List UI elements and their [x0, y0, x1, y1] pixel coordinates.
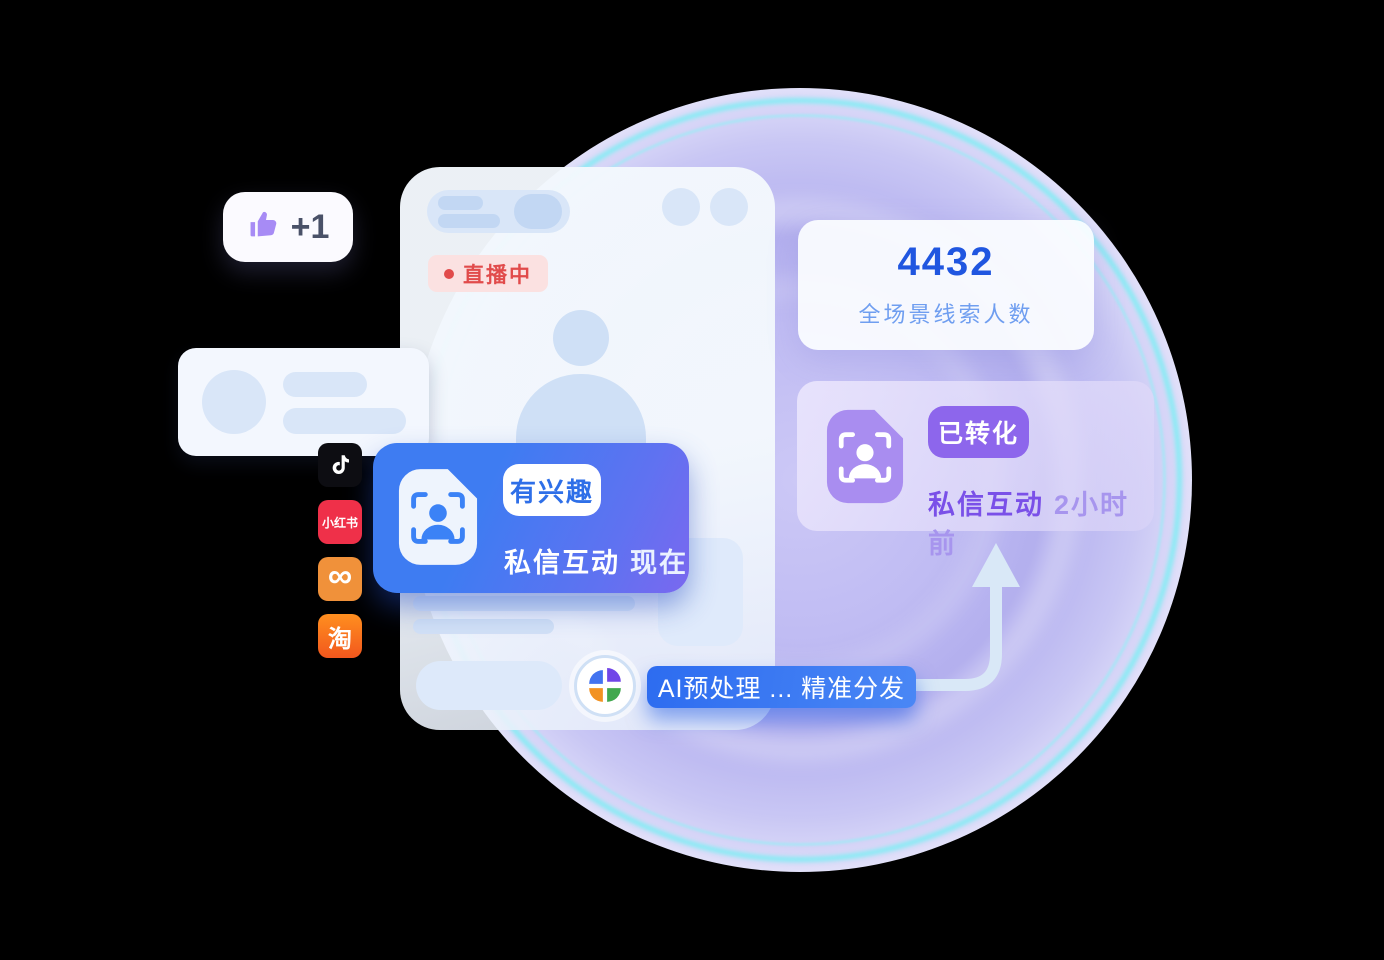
- lead-scan-icon: [823, 408, 907, 510]
- xiaohongshu-label: 小红书: [321, 515, 358, 530]
- ai-badge-label: AI预处理 ... 精准分发: [657, 675, 906, 703]
- leads-stats-card: 4432 全场景线索人数: [798, 220, 1094, 350]
- ai-distribution-badge[interactable]: AI预处理 ... 精准分发: [647, 666, 916, 708]
- skeleton-pill: [438, 214, 500, 228]
- time-label: 2小时前: [928, 490, 1130, 559]
- taobao-label: 淘: [328, 625, 352, 653]
- streamer-avatar-placeholder: [553, 310, 609, 366]
- phone-header-skeleton: [427, 190, 570, 233]
- converted-badge-label: 已转化: [937, 420, 1019, 448]
- flow-up-arrow: [910, 535, 1030, 700]
- input-bar-placeholder: [416, 661, 562, 710]
- xiaohongshu-icon[interactable]: 小红书: [318, 500, 362, 544]
- interested-lead-card: 有兴趣 私信互动现在: [373, 443, 689, 593]
- infinity-video-platform-icon[interactable]: ∞: [318, 557, 362, 601]
- skeleton-line: [413, 596, 635, 611]
- skeleton-pill: [283, 372, 367, 397]
- comment-skeleton-card: [178, 348, 429, 456]
- interest-badge-label: 有兴趣: [509, 476, 594, 507]
- douyin-icon[interactable]: [318, 443, 362, 487]
- platform-icon-column: 小红书 ∞ 淘: [318, 443, 362, 671]
- interest-action-line: 私信互动现在: [504, 541, 688, 580]
- live-dot-icon: [444, 268, 454, 279]
- skeleton-pill: [514, 194, 562, 229]
- like-count-label: +1: [290, 207, 330, 246]
- live-badge-label: 直播中: [463, 263, 532, 287]
- thumbs-up-icon: [247, 208, 281, 247]
- live-status-badge: 直播中: [428, 255, 548, 292]
- skeleton-line: [413, 619, 554, 634]
- skeleton-pill: [438, 196, 483, 210]
- avatar: [202, 370, 266, 434]
- action-label: 私信互动: [504, 548, 620, 578]
- time-label: 现在: [630, 548, 688, 578]
- leads-count-value: 4432: [897, 240, 995, 284]
- header-circle: [662, 188, 700, 226]
- like-plus-one-card: +1: [223, 192, 353, 262]
- skeleton-pill: [283, 408, 406, 434]
- converted-status-badge[interactable]: 已转化: [928, 406, 1029, 458]
- header-circle: [710, 188, 748, 226]
- ai-pinwheel-icon: [574, 655, 636, 717]
- lead-scan-icon: [397, 467, 479, 572]
- taobao-icon[interactable]: 淘: [318, 614, 362, 658]
- interest-status-badge[interactable]: 有兴趣: [503, 464, 601, 516]
- action-label: 私信互动: [928, 490, 1044, 520]
- leads-count-label: 全场景线索人数: [858, 302, 1034, 327]
